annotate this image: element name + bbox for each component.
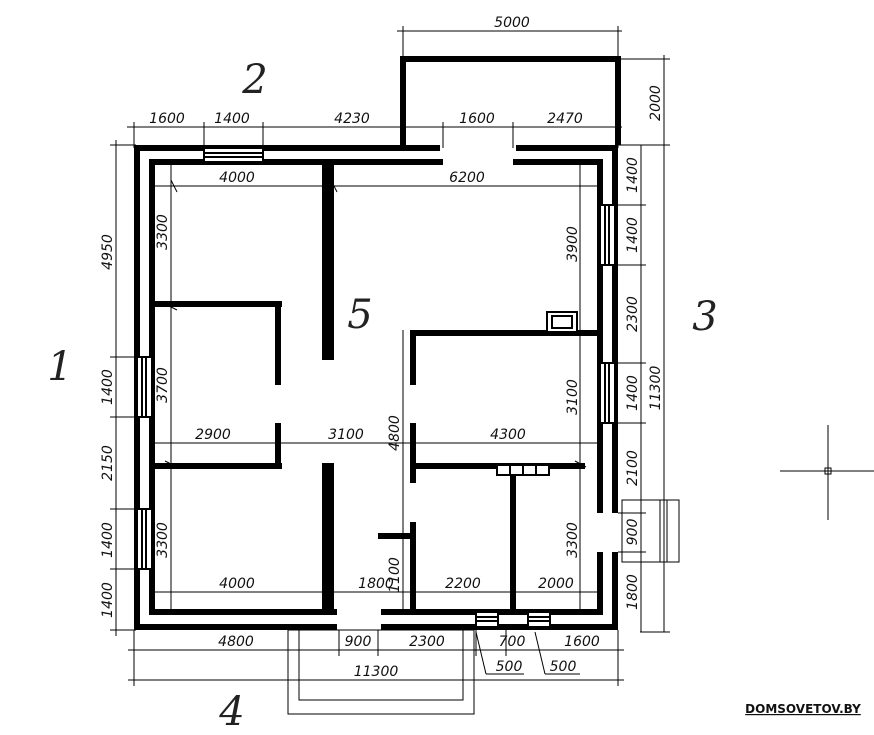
dim-inner-right-3: 3300 [565,522,581,558]
dim-inner-top-right: 6200 [449,170,485,186]
dim-left-4: 1400 [100,522,116,558]
side-label-center: 5 [347,292,372,338]
dim-inner-left-3: 3300 [155,522,171,558]
dim-right-total: 11300 [648,366,664,411]
dim-top-extension: 5000 [494,15,530,31]
dim-left-1: 4950 [100,234,116,270]
dim-mid-3: 4300 [490,427,526,443]
dim-bottom-3: 2300 [409,634,445,650]
dim-inner-bottom-1: 4000 [219,576,255,592]
partition-walls [152,162,600,613]
dim-right-extension: 2000 [648,85,664,121]
dim-left-2: 1400 [100,369,116,405]
dimension-lines [110,26,670,686]
dim-right-4: 1400 [625,375,641,411]
dim-right-1: 1400 [625,157,641,193]
dim-left-5: 1400 [100,582,116,618]
dim-top-seg-2: 1400 [214,111,250,127]
windows [136,147,616,628]
dim-top-seg-1: 1600 [149,111,185,127]
side-label-bottom: 4 [218,689,244,735]
dim-bottom-small-1: 500 [496,659,523,675]
dim-bottom-5: 1600 [564,634,600,650]
dim-right-7: 1800 [625,574,641,610]
dim-top-seg-4: 1600 [459,111,495,127]
dim-bottom-total: 11300 [354,664,399,680]
fixtures [496,311,578,476]
crosshair-icon [780,425,874,520]
dim-bottom-1: 4800 [218,634,254,650]
side-label-left: 1 [47,344,72,390]
dim-inner-left-2: 3700 [155,367,171,403]
dim-inner-bottom-4: 2000 [538,576,574,592]
dim-bottom-small-2: 500 [550,659,577,675]
dim-bottom-2: 900 [345,634,372,650]
porches [287,499,680,715]
dim-inner-bottom-3: 2200 [445,576,481,592]
dim-bottom-4: 700 [499,634,526,650]
dim-inner-top-left: 4000 [219,170,255,186]
dim-right-3: 2300 [625,296,641,332]
dim-mid-1: 2900 [195,427,231,443]
dim-mid-vertical-1: 4800 [387,415,403,451]
dim-left-3: 2150 [100,445,116,481]
dim-right-6: 900 [625,519,641,546]
watermark: DOMSOVETOV.BY [745,702,861,716]
dimension-labels: 5000 2000 1600 1400 4230 1600 2470 4000 … [100,15,664,680]
walls [134,56,621,630]
dim-mid-vertical-2: 1100 [387,557,403,593]
dim-mid-2: 3100 [328,427,364,443]
dim-right-5: 2100 [625,450,641,486]
dim-inner-right-1: 3900 [565,226,581,262]
dim-top-seg-3: 4230 [334,111,370,127]
side-label-right: 3 [692,294,717,340]
dim-top-seg-5: 2470 [547,111,583,127]
side-label-top: 2 [241,57,267,103]
dim-inner-bottom-2: 1800 [358,576,394,592]
dim-right-2: 1400 [625,217,641,253]
dim-inner-right-2: 3100 [565,379,581,415]
dim-inner-left-1: 3300 [155,214,171,250]
